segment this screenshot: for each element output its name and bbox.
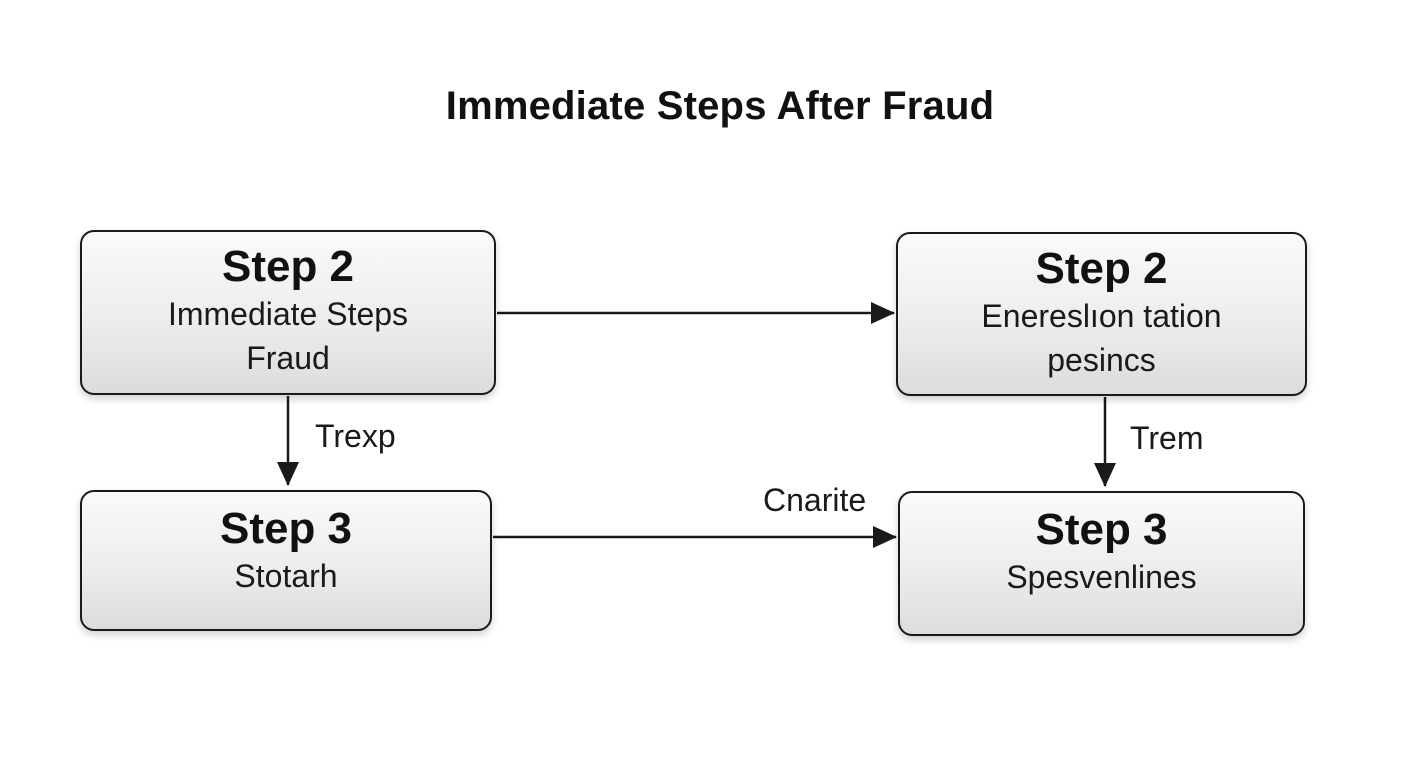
step-box-top-right: Step 2 Enereslıon tation pesincs	[896, 232, 1307, 396]
step-text: Stotarh	[234, 558, 338, 594]
step-box-bottom-right: Step 3 Spesvenlines	[898, 491, 1305, 636]
edge-label-bottom-across: Cnarite	[763, 482, 867, 518]
step-text: Spesvenlines	[1006, 559, 1197, 595]
diagram-title: Immediate Steps After Fraud	[445, 84, 995, 128]
step-heading: Step 3	[1035, 505, 1168, 554]
step-text: Immediate Steps Fraud	[167, 296, 409, 376]
step-heading: Step 2	[221, 242, 355, 291]
step-heading: Step 3	[219, 504, 353, 553]
edge-label-left-down: Trexp	[315, 418, 396, 454]
edge-label-right-down: Trem	[1130, 420, 1204, 456]
step-box-top-left: Step 2 Immediate Steps Fraud	[80, 230, 496, 395]
step-text: Enereslıon tation pesincs	[981, 298, 1222, 378]
step-heading: Step 2	[1035, 244, 1168, 293]
step-box-bottom-left: Step 3 Stotarh	[80, 490, 492, 631]
